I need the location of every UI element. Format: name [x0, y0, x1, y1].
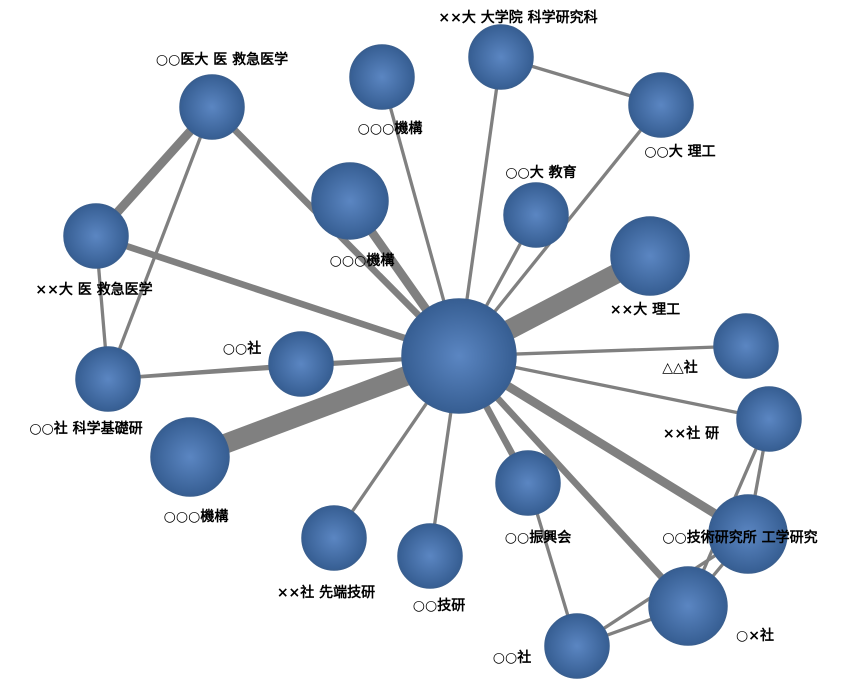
node-label-n16: ××社 先端技研	[277, 584, 375, 601]
node-n15[interactable]	[708, 494, 788, 574]
node-n7[interactable]	[63, 203, 129, 269]
node-label-n10: ○○社	[223, 340, 261, 357]
node-n17[interactable]	[397, 523, 463, 589]
node-label-n12: ××社 研	[663, 425, 719, 442]
node-n3[interactable]	[468, 24, 534, 90]
node-label-n8: ××大 理工	[610, 301, 680, 318]
node-label-n15: ○○技術研究所 工学研究	[662, 529, 817, 546]
node-n10[interactable]	[268, 331, 334, 397]
node-label-n9: △△社	[662, 359, 698, 376]
node-label-n1: ○○医大 医 救急医学	[156, 51, 288, 68]
labels-layer: ○○医大 医 救急医学 ○○○機構 ××大 大学院 科学研究科 ○○大 理工 ○○大 教…	[29, 9, 817, 666]
edge-n1-n11	[106, 106, 214, 380]
node-n4[interactable]	[628, 72, 694, 138]
node-label-n2: ○○○機構	[358, 120, 423, 137]
node-n14[interactable]	[495, 450, 561, 516]
node-n18[interactable]	[648, 566, 728, 646]
node-n11[interactable]	[75, 346, 141, 412]
node-label-n17: ○○技研	[413, 597, 465, 614]
node-label-n11: ○○社 科学基礎研	[29, 420, 142, 437]
node-n8[interactable]	[610, 216, 690, 296]
node-n12[interactable]	[736, 386, 802, 452]
node-n19[interactable]	[544, 613, 610, 679]
node-label-n4: ○○大 理工	[644, 143, 715, 160]
node-label-n13: ○○○機構	[164, 508, 229, 525]
node-n1[interactable]	[179, 74, 245, 140]
node-n13[interactable]	[150, 417, 230, 497]
node-n5[interactable]	[503, 182, 569, 248]
nodes-layer	[63, 24, 802, 679]
node-n9[interactable]	[713, 313, 779, 379]
node-label-n6: ○○○機構	[330, 252, 395, 269]
node-label-n19: ○○社	[493, 649, 531, 666]
node-n2[interactable]	[349, 44, 415, 110]
node-label-n14: ○○振興会	[505, 529, 572, 546]
node-label-n7: ××大 医 救急医学	[35, 281, 152, 298]
node-n6[interactable]	[311, 162, 389, 240]
node-label-n18: ○×社	[736, 627, 774, 644]
node-n16[interactable]	[301, 505, 367, 571]
node-label-n5: ○○大 教育	[505, 164, 576, 181]
node-label-n3: ××大 大学院 科学研究科	[438, 9, 597, 26]
hub-node[interactable]	[401, 298, 517, 414]
